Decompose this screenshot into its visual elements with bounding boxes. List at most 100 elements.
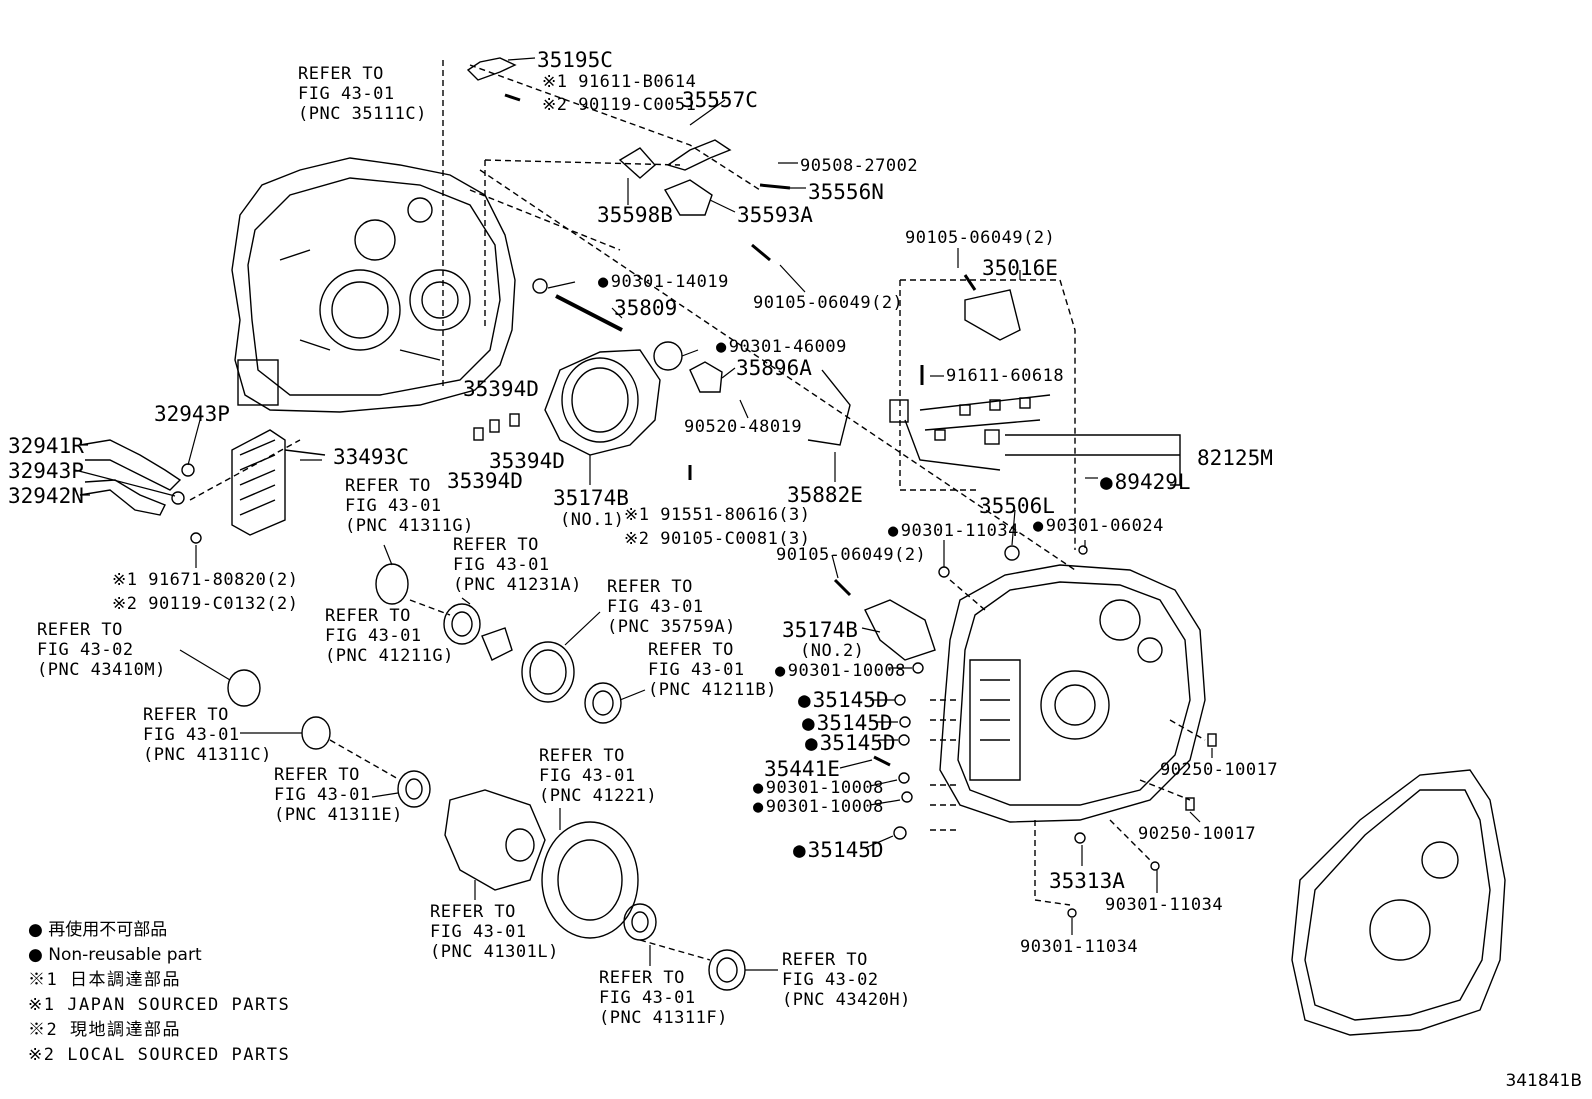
part-label-90301-46009: 90301-46009 (716, 337, 847, 357)
ref-43410M-line: REFER TO (37, 620, 123, 640)
part-label-90301-11034-c: 90301-11034 (1020, 937, 1139, 957)
snap-ring-41311g (375, 563, 409, 605)
ref-41311E-line: FIG 43-01 (274, 785, 371, 805)
ref-41211G-line: FIG 43-01 (325, 626, 422, 646)
assembly-thumbnail (1291, 769, 1506, 1036)
ref-43410M-line: FIG 43-02 (37, 640, 134, 660)
plate-35174b-no2 (864, 599, 936, 661)
bracket-35195c (466, 57, 517, 81)
tube-35882e (807, 369, 851, 446)
part-label-35394d-a: 35394D (463, 377, 539, 401)
ref-41221-line: FIG 43-01 (539, 766, 636, 786)
part-label-j91671-80820: ※1 91671-80820(2) (112, 570, 299, 590)
ref-41231A-line: FIG 43-01 (453, 555, 550, 575)
figure-id: 341841B (1505, 1071, 1582, 1091)
part-label-35174b-2: 35174B (782, 618, 858, 642)
transaxle-housing-front (231, 157, 516, 413)
cover-35598b (618, 147, 656, 179)
part-label-j90119-c0051: ※2 90119-C0051 (542, 95, 697, 115)
ref-41211G-line: (PNC 41211G) (325, 646, 454, 666)
part-label-90301-14019: 90301-14019 (598, 272, 729, 292)
ref-43420H-line: (PNC 43420H) (782, 990, 911, 1010)
ref-41301L-line: FIG 43-01 (430, 922, 527, 942)
bearing-41211g (443, 603, 481, 645)
ring-gear-41221 (541, 821, 639, 939)
part-label-90105-06049-c: 90105-06049(2) (776, 545, 927, 565)
hose-32941r (79, 439, 182, 491)
ref-35111C-line: REFER TO (298, 64, 384, 84)
part-label-j91611-b0614: ※1 91611-B0614 (542, 72, 697, 92)
gear-35759a (521, 641, 575, 703)
ref-41311C-line: (PNC 41311C) (143, 745, 272, 765)
plate-35174b-no1 (544, 349, 661, 456)
part-label-35394d-b: 35394D (489, 449, 565, 473)
part-label-35145d-c: 35145D (805, 731, 896, 755)
part-label-j90105-c0081: ※2 90105-C0081(3) (624, 529, 811, 549)
ref-41311E-line: (PNC 41311E) (274, 805, 403, 825)
seal-43410m (227, 669, 261, 707)
nut-41231a (481, 627, 513, 661)
ref-35111C-line: (PNC 35111C) (298, 104, 427, 124)
part-label-35441e: 35441E (764, 757, 840, 781)
ref-41311G-line: (PNC 41311G) (345, 516, 474, 536)
legend-en-japan-sourced: ※1 JAPAN SOURCED PARTS (28, 995, 291, 1015)
ref-41301L-line: REFER TO (430, 902, 516, 922)
part-label-89429l: 89429L (1100, 470, 1191, 494)
ref-41231A-line: REFER TO (453, 535, 539, 555)
part-label-90301-10008-a: 90301-10008 (775, 661, 906, 681)
ref-43420H-line: FIG 43-02 (782, 970, 879, 990)
part-label-35145d-d: 35145D (793, 838, 884, 862)
transaxle-case (939, 564, 1206, 823)
oring-90301-46009 (653, 341, 683, 371)
part-label-91611-60618: 91611-60618 (946, 366, 1065, 386)
ref-41311G-line: REFER TO (345, 476, 431, 496)
part-label-35809: 35809 (614, 296, 678, 320)
part-label-33493c: 33493C (333, 445, 409, 469)
ref-41311F-line: REFER TO (599, 968, 685, 988)
part-label-32942n: 32942N (8, 484, 84, 508)
legend-en-nonreusable: ● Non-reusable part (28, 945, 202, 965)
ref-43420H-line: REFER TO (782, 950, 868, 970)
part-label-35598b: 35598B (597, 203, 673, 227)
oil-cooler-33493c (231, 429, 326, 536)
part-label-90520-48019: 90520-48019 (684, 417, 803, 437)
part-label-no1: (NO.1) (560, 510, 625, 530)
pipe-35809 (555, 294, 623, 332)
part-label-90301-10008-b: 90301-10008 (753, 778, 884, 798)
ref-41311E-line: REFER TO (274, 765, 360, 785)
part-label-35593a: 35593A (737, 203, 813, 227)
part-label-j91551-80616: ※1 91551-80616(3) (624, 505, 811, 525)
part-label-35557c: 35557C (682, 88, 758, 112)
legend-jp-nonreusable: ● 再使用不可部品 (28, 920, 168, 940)
ref-35759A-line: (PNC 35759A) (607, 617, 736, 637)
hose-32942n (79, 479, 166, 516)
bearing-41311e (397, 770, 431, 808)
bearing-41211b (584, 682, 622, 724)
ref-41301L-line: (PNC 41301L) (430, 942, 559, 962)
part-label-90250-10017-a: 90250-10017 (1160, 760, 1279, 780)
ref-43410M-line: (PNC 43410M) (37, 660, 166, 680)
ref-41311C-line: FIG 43-01 (143, 725, 240, 745)
ref-41211B-line: REFER TO (648, 640, 734, 660)
ref-41311F-line: (PNC 41311F) (599, 1008, 728, 1028)
ref-35759A-line: FIG 43-01 (607, 597, 704, 617)
part-label-90301-10008-c: 90301-10008 (753, 797, 884, 817)
ref-35111C-line: FIG 43-01 (298, 84, 395, 104)
ref-41311G-line: FIG 43-01 (345, 496, 442, 516)
part-label-35896a: 35896A (736, 356, 812, 380)
part-label-82125m: 82125M (1197, 446, 1273, 470)
part-label-32941r: 32941R (8, 434, 84, 458)
part-label-90508-27002: 90508-27002 (800, 156, 919, 176)
